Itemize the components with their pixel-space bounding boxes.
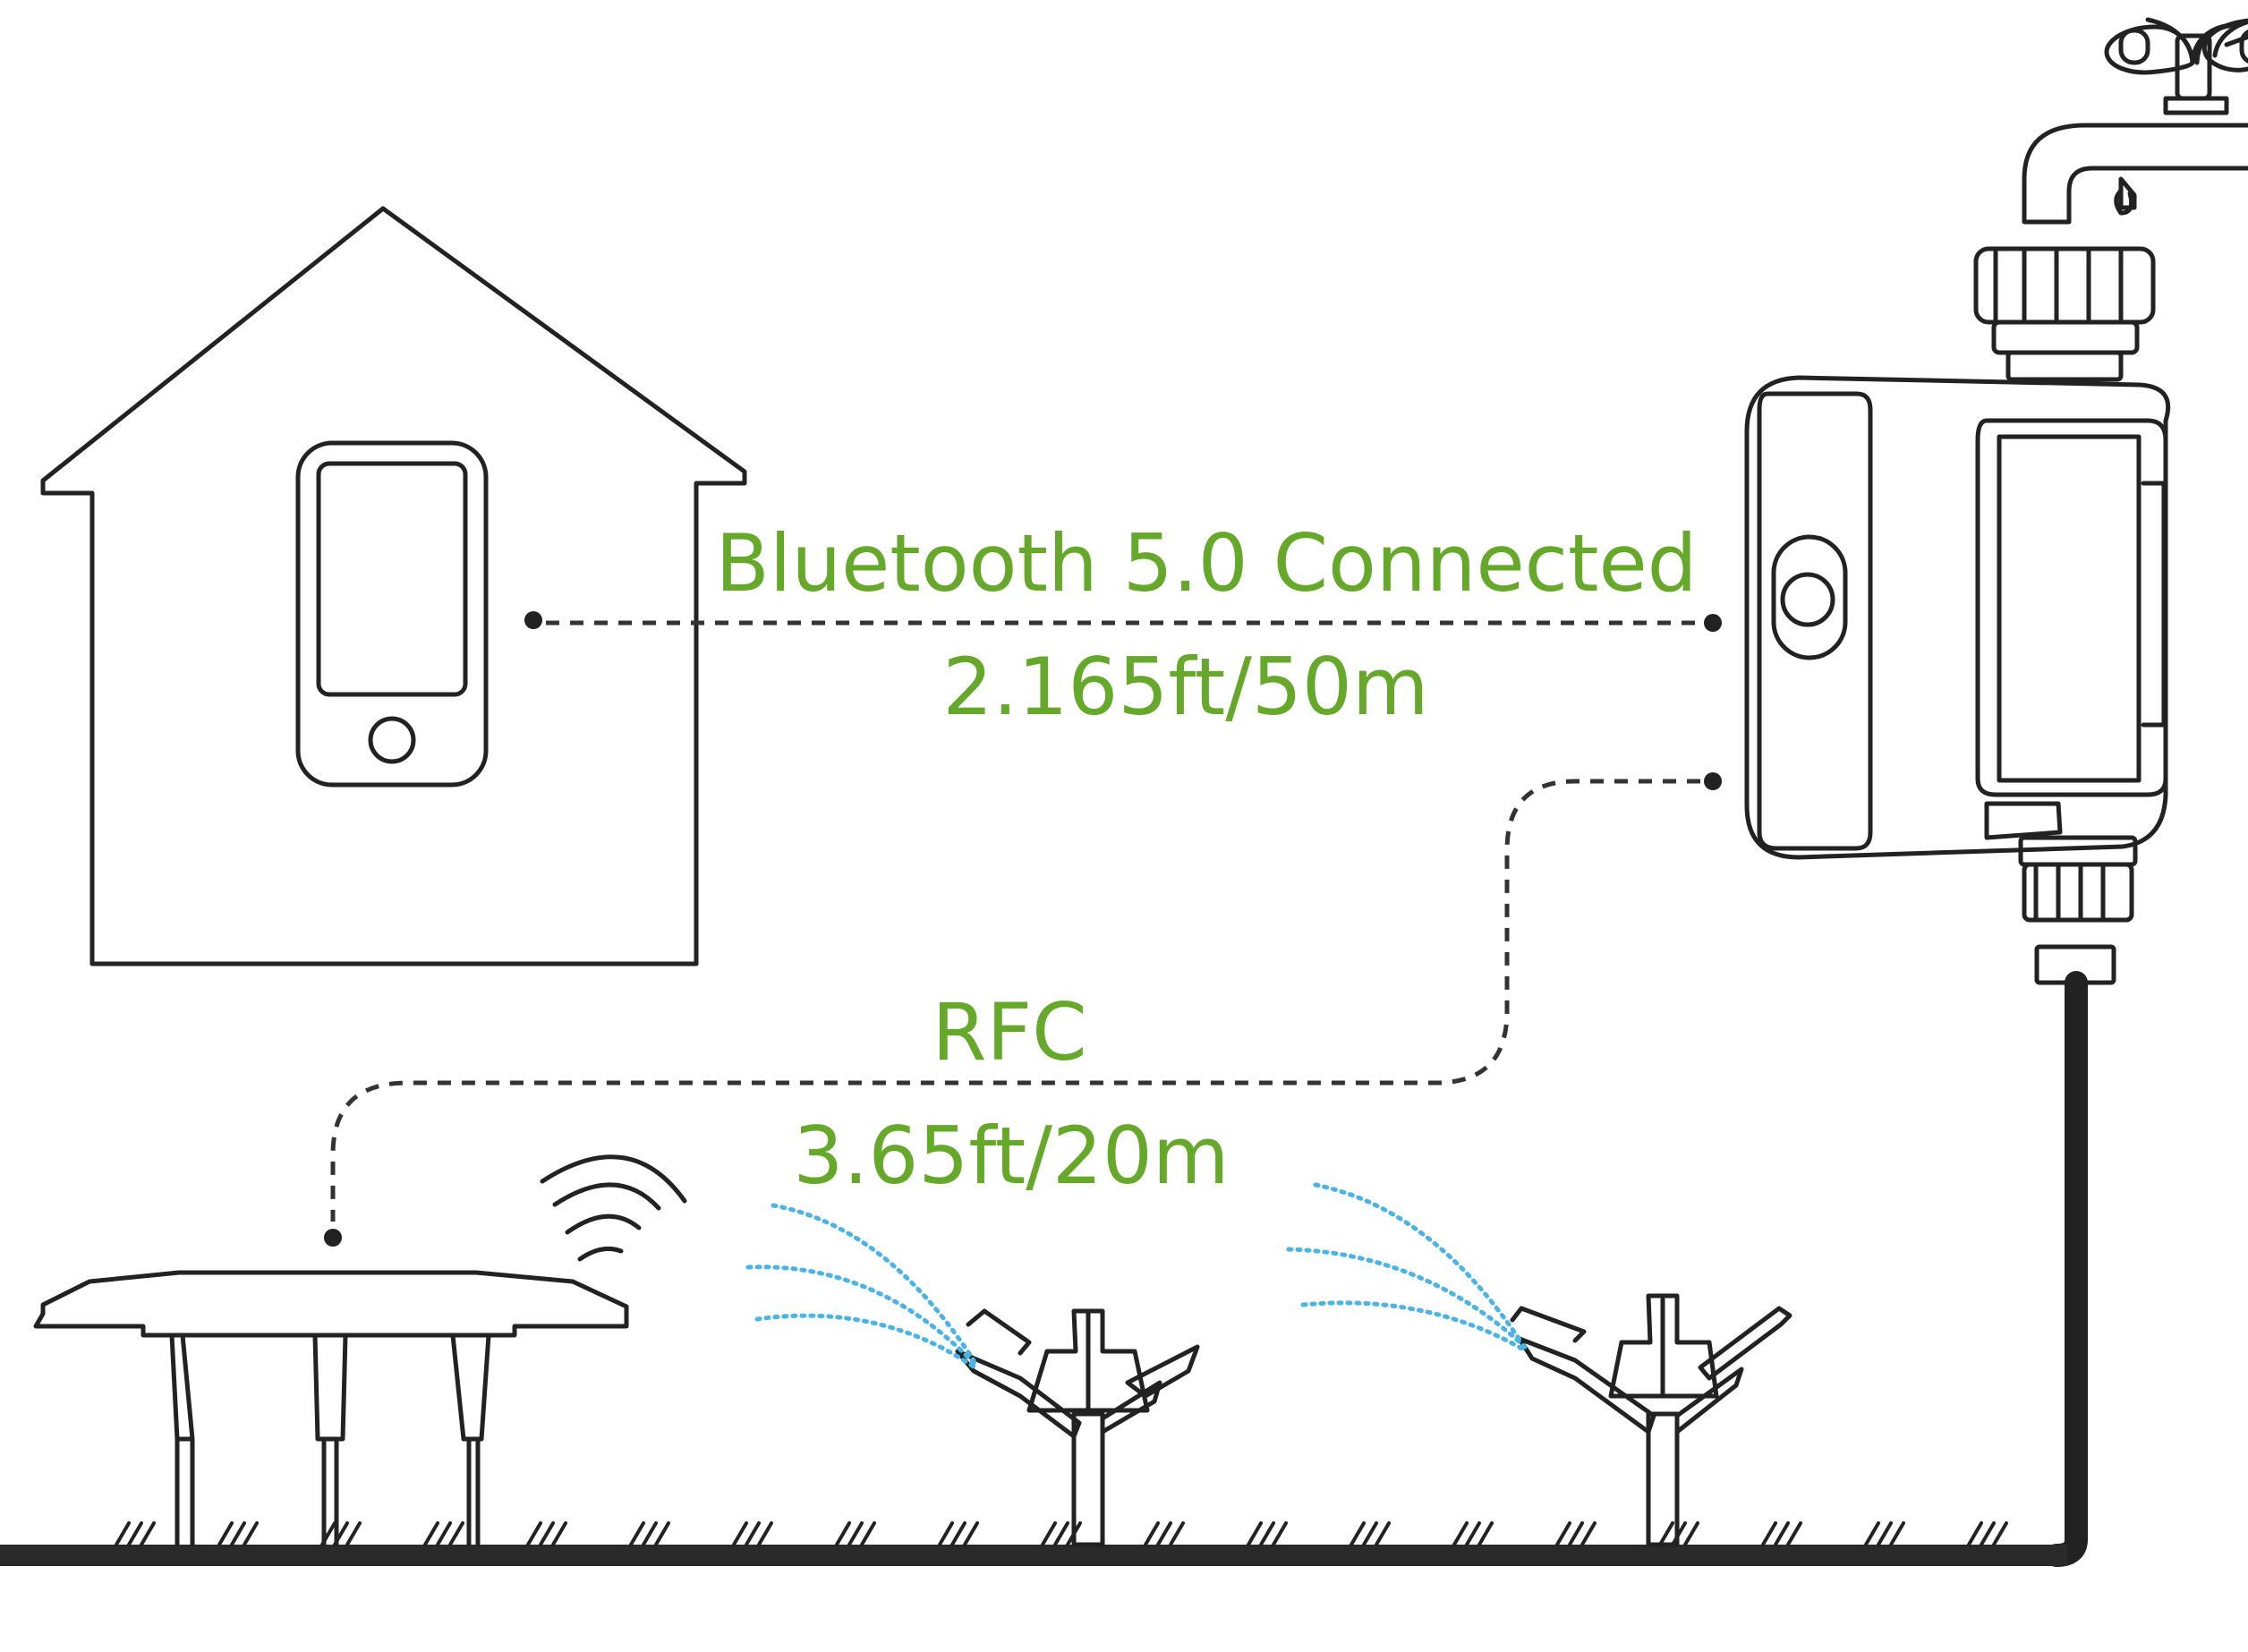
rfc-title: RFC: [932, 986, 1087, 1078]
phone-icon: [295, 440, 489, 788]
bluetooth-link-line: [524, 611, 1722, 632]
grass-blade: [1350, 1521, 1366, 1546]
grass-blade: [115, 1521, 131, 1546]
grass-blade: [654, 1521, 670, 1546]
grass-blade: [642, 1521, 658, 1546]
grass-blade: [629, 1521, 645, 1546]
grass-blade: [448, 1521, 464, 1546]
grass-blade: [1786, 1521, 1802, 1546]
grass-blade: [950, 1521, 966, 1546]
grass-icon: [115, 1521, 2008, 1546]
grass-blade: [1156, 1521, 1172, 1546]
grass-blade: [1967, 1521, 1983, 1546]
grass-blade: [1774, 1521, 1790, 1546]
grass-blade: [1259, 1521, 1275, 1546]
grass-blade: [217, 1521, 234, 1546]
grass-blade: [1452, 1521, 1469, 1546]
gateway-icon: [33, 1270, 629, 1547]
grass-blade: [1555, 1521, 1571, 1546]
grass-blade: [1683, 1521, 1699, 1546]
grass-blade: [1247, 1521, 1263, 1546]
grass-blade: [423, 1521, 439, 1546]
grass-blade: [1169, 1521, 1185, 1546]
bluetooth-range: 2.165ft/50m: [942, 641, 1429, 733]
grass-blade: [860, 1521, 876, 1546]
grass-blade: [1658, 1521, 1674, 1546]
grass-blade: [243, 1521, 259, 1546]
wifi-signal-icon: [540, 1154, 687, 1262]
grass-blade: [1864, 1521, 1880, 1546]
sprinkler-icon: [1510, 1293, 1792, 1547]
grass-blade: [526, 1521, 542, 1546]
grass-blade: [1980, 1521, 1996, 1546]
grass-blade: [1041, 1521, 1057, 1546]
grass-blade: [835, 1521, 851, 1546]
ground-line: [0, 1545, 2067, 1566]
grass-blade: [230, 1521, 246, 1546]
grass-blade: [551, 1521, 567, 1546]
grass-blade: [963, 1521, 979, 1546]
grass-blade: [140, 1521, 156, 1546]
sprinkler-icon: [955, 1308, 1200, 1547]
grass-blade: [539, 1521, 555, 1546]
bluetooth-title: Bluetooth 5.0 Connected: [715, 517, 1698, 609]
grass-blade: [938, 1521, 954, 1546]
grass-blade: [1568, 1521, 1584, 1546]
grass-blade: [1580, 1521, 1597, 1546]
grass-blade: [1992, 1521, 2008, 1546]
grass-blade: [1877, 1521, 1893, 1546]
grass-blade: [1761, 1521, 1777, 1546]
grass-blade: [732, 1521, 748, 1546]
grass-blade: [847, 1521, 864, 1546]
house-icon: [40, 206, 747, 967]
grass-blade: [1272, 1521, 1288, 1546]
grass-blade: [345, 1521, 362, 1546]
grass-blade: [127, 1521, 143, 1546]
water-spray: [745, 1182, 1529, 1372]
faucet-icon: [2022, 17, 2248, 225]
grass-blade: [1362, 1521, 1378, 1546]
grass-blade: [745, 1521, 761, 1546]
grass-blade: [1053, 1521, 1069, 1546]
rfc-link-line: [324, 772, 1722, 1247]
grass-blade: [436, 1521, 452, 1546]
grass-blade: [1144, 1521, 1160, 1546]
rfc-range: 3.65ft/20m: [793, 1110, 1230, 1202]
grass-blade: [1477, 1521, 1494, 1546]
water-timer-icon: [1744, 246, 2171, 1567]
grass-blade: [1465, 1521, 1481, 1546]
grass-blade: [757, 1521, 773, 1546]
grass-blade: [1889, 1521, 1905, 1546]
grass-blade: [1375, 1521, 1391, 1546]
